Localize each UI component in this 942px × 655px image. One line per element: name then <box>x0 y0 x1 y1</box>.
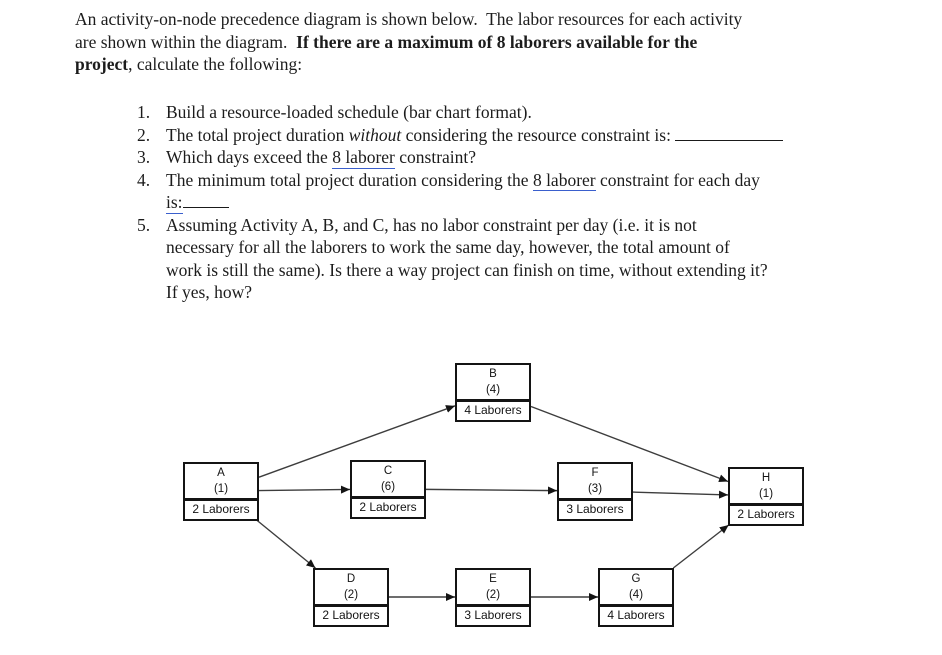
question-text: Assuming Activity A, B, and C, has no la… <box>166 214 906 304</box>
diagram-node-C: C (6) 2 Laborers <box>350 460 426 519</box>
node-header: E (2) <box>455 568 531 606</box>
diagram-node-G: G (4) 4 Laborers <box>598 568 674 627</box>
question-text: Which days exceed the 8 laborer constrai… <box>166 146 906 169</box>
text-run: 8 laborer <box>532 169 596 191</box>
edge-C-F <box>425 486 558 495</box>
question-item-5: 5. Assuming Activity A, B, and C, has no … <box>137 214 917 304</box>
node-duration: (2) <box>485 588 501 601</box>
node-laborers: 3 Laborers <box>557 499 633 521</box>
text-run: If there are a maximum of 8 laborers ava… <box>296 31 698 52</box>
node-name: G <box>631 573 641 585</box>
text-run: constraint? <box>394 147 477 167</box>
answer-blank <box>182 206 229 208</box>
text-run: If yes, how? <box>166 282 253 302</box>
text-run: project <box>75 54 129 74</box>
node-name: B <box>489 368 497 380</box>
answer-blank <box>675 139 784 141</box>
text-run: The minimum total project duration consi… <box>166 169 533 190</box>
text-run: are shown within the diagram. <box>75 31 297 52</box>
node-duration: (2) <box>343 588 359 601</box>
node-laborers: 2 Laborers <box>313 605 389 627</box>
question-item-4: 4. The minimum total project duration con… <box>137 169 917 214</box>
text-run: Which days exceed the <box>166 147 333 167</box>
diagram-node-E: E (2) 3 Laborers <box>455 568 531 627</box>
question-text: Build a resource-loaded schedule (bar ch… <box>166 101 906 124</box>
question-number: 3. <box>137 147 151 167</box>
edge-A-D <box>256 519 316 569</box>
diagram-node-F: F (3) 3 Laborers <box>557 462 633 521</box>
question-text: The total project duration without consi… <box>166 124 906 147</box>
node-name: C <box>383 465 393 477</box>
node-duration: (1) <box>758 487 774 500</box>
node-name: H <box>761 472 771 484</box>
node-laborers: 4 Laborers <box>598 605 674 627</box>
text-run: Assuming Activity A, B, and C, has no la… <box>166 214 697 235</box>
node-duration: (4) <box>628 588 644 601</box>
text-run: , calculate the following: <box>128 54 303 74</box>
text-run: An activity-on-node precedence diagram i… <box>75 9 743 29</box>
question-number: 1. <box>137 102 151 122</box>
text-run: The total project duration <box>166 124 349 145</box>
node-header: B (4) <box>455 363 531 401</box>
node-laborers: 2 Laborers <box>350 497 426 519</box>
edge-B-H <box>530 405 729 483</box>
edge-F-H <box>632 490 729 499</box>
node-laborers: 4 Laborers <box>455 400 531 422</box>
text-run: 8 laborer <box>332 147 395 169</box>
edge-A-C <box>258 485 351 494</box>
questions-list: 1. Build a resource-loaded schedule (bar … <box>137 101 917 304</box>
node-laborers: 3 Laborers <box>455 605 531 627</box>
question-item-3: 3. Which days exceed the 8 laborer constr… <box>137 146 917 169</box>
diagram-node-H: H (1) 2 Laborers <box>728 467 804 526</box>
text-run: is: <box>166 192 183 214</box>
text-run: necessary for all the laborers to work t… <box>166 237 730 257</box>
text-run: considering the resource constraint is: <box>401 124 676 145</box>
node-duration: (6) <box>380 480 396 493</box>
node-laborers: 2 Laborers <box>183 499 259 521</box>
node-duration: (1) <box>213 482 229 495</box>
node-header: H (1) <box>728 467 804 505</box>
diagram-node-B: B (4) 4 Laborers <box>455 363 531 422</box>
question-item-1: 1. Build a resource-loaded schedule (bar … <box>137 101 917 124</box>
node-duration: (4) <box>485 383 501 396</box>
node-name: E <box>489 573 497 585</box>
text-run: work is still the same). Is there a way … <box>166 259 768 280</box>
text-run: Build a resource-loaded schedule (bar ch… <box>166 102 532 122</box>
node-name: A <box>217 467 225 479</box>
node-name: F <box>591 467 599 479</box>
edge-G-H <box>672 524 730 569</box>
node-name: D <box>346 573 356 585</box>
node-header: F (3) <box>557 462 633 500</box>
text-run: without <box>348 124 402 145</box>
node-header: G (4) <box>598 568 674 606</box>
intro-paragraph: An activity-on-node precedence diagram i… <box>75 8 905 76</box>
diagram-node-D: D (2) 2 Laborers <box>313 568 389 627</box>
text-run: constraint for each day <box>595 169 760 190</box>
node-header: D (2) <box>313 568 389 606</box>
node-header: C (6) <box>350 460 426 498</box>
node-header: A (1) <box>183 462 259 500</box>
question-text: The minimum total project duration consi… <box>166 169 906 214</box>
question-number: 2. <box>137 124 151 145</box>
node-laborers: 2 Laborers <box>728 504 804 526</box>
diagram-node-A: A (1) 2 Laborers <box>183 462 259 521</box>
node-duration: (3) <box>587 482 603 495</box>
edge-A-B <box>258 405 456 478</box>
question-item-2: 2. The total project duration without con… <box>137 124 917 147</box>
question-number: 4. <box>137 169 151 190</box>
question-number: 5. <box>137 214 151 235</box>
